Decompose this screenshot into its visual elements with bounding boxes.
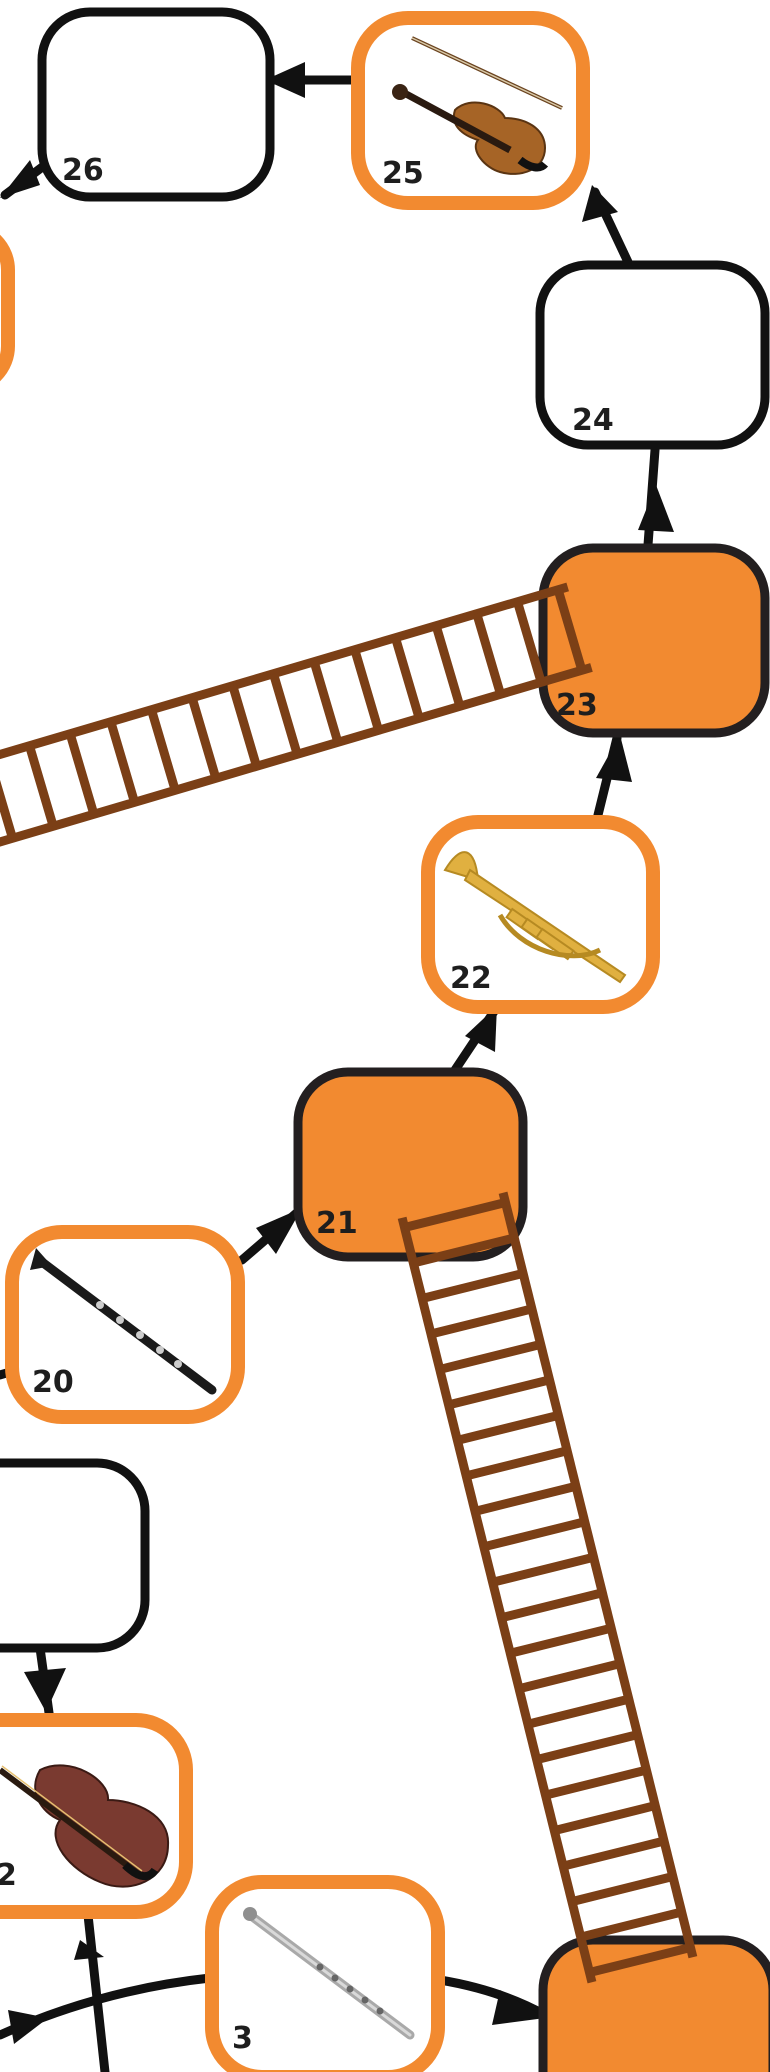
ladder-rail	[0, 663, 593, 847]
ladder-to-23	[0, 582, 593, 847]
tile-number: 3	[232, 2021, 253, 2056]
ladder-rail	[0, 582, 569, 760]
ladder-rung	[513, 600, 546, 684]
path-arrowheads	[0, 62, 674, 2044]
ladder-rung	[473, 1481, 578, 1516]
arrowhead-from-left	[8, 2010, 48, 2044]
tile-3: 3	[205, 1875, 445, 2072]
violin-icon	[392, 36, 563, 175]
ladder-rung	[472, 612, 505, 696]
ladder-rung	[562, 1836, 666, 1871]
ladder-rung	[106, 720, 139, 804]
path-2-to-down	[83, 1910, 110, 2072]
tile-offscreen-left	[0, 234, 15, 382]
path-3-to-next	[435, 1975, 550, 2020]
flute-icon	[243, 1907, 415, 2040]
ladder-rung	[431, 624, 465, 708]
ladder-rung	[553, 1801, 657, 1835]
ladder-rung	[509, 1623, 613, 1658]
ladder-rung	[65, 732, 99, 816]
ladder-rung	[456, 1410, 560, 1445]
arrowhead-3-next	[492, 1990, 545, 2025]
tile-23: 23	[538, 543, 770, 738]
arrowhead-down-left	[0, 160, 40, 198]
ladder-rung	[491, 1552, 595, 1587]
ladder-rung	[535, 1730, 639, 1765]
tile-22: 22	[421, 815, 660, 1014]
tile-25: 25	[351, 11, 590, 210]
ladder-rung	[228, 684, 261, 768]
tile-offscreen-lower-left	[0, 1458, 150, 1653]
tile-number: 26	[62, 153, 104, 188]
ladder-rung	[465, 1446, 569, 1481]
arrowhead-to-26	[265, 62, 305, 98]
ladder-rung	[429, 1304, 533, 1339]
ladder-rung	[25, 744, 58, 828]
arrowhead-to-22	[465, 1006, 497, 1052]
ladder-rung	[579, 1907, 683, 1942]
ladder-rung	[309, 660, 343, 744]
ladder-rung	[544, 1765, 648, 1800]
tile-2: 2	[0, 1713, 193, 1919]
ladder-to-21	[397, 1191, 698, 1984]
ladder-rung	[350, 648, 383, 732]
ladder-rung	[412, 1233, 516, 1268]
ladder-rung	[588, 1943, 692, 1977]
ladder-rung	[403, 1198, 507, 1232]
trumpet-icon	[443, 851, 627, 984]
arrowhead-to-21	[256, 1208, 302, 1254]
arrowhead-to-25	[582, 185, 618, 222]
ladder-rung	[147, 708, 180, 792]
ladder-rung	[391, 636, 424, 720]
tile-number: 22	[450, 961, 492, 996]
tile-number: 21	[316, 1206, 358, 1241]
ladder-rung	[421, 1269, 525, 1303]
ladder-rail	[397, 1216, 597, 1984]
ladder-rung	[438, 1340, 542, 1374]
ladder-rail	[498, 1191, 698, 1959]
tile-number: 24	[572, 403, 614, 438]
ladder-rung	[553, 588, 587, 672]
arrowhead-to-23	[596, 735, 632, 782]
arrowhead-to-2	[24, 1668, 66, 1712]
tile-20: 20	[5, 1225, 245, 1424]
tile-24: 24	[535, 260, 770, 450]
tile-26: 26	[37, 7, 275, 202]
viola-icon	[0, 1764, 170, 1888]
ladder-rung	[526, 1694, 630, 1729]
ladder-rung	[269, 672, 302, 756]
clarinet-icon	[30, 1248, 217, 1395]
ladder-rung	[0, 779, 17, 840]
tile-number: 25	[382, 156, 424, 191]
ladder-rung	[482, 1517, 586, 1552]
tile-number: 23	[556, 688, 598, 723]
ladder-rung	[570, 1872, 674, 1906]
ladder-rung	[447, 1375, 551, 1410]
arrowhead-to-24	[638, 485, 674, 532]
ladder-rung	[187, 696, 221, 780]
ladder-rung	[500, 1588, 604, 1623]
tile-number: 2	[0, 1858, 17, 1893]
arrowhead-to-3	[74, 1940, 104, 1960]
tile-number: 20	[32, 1365, 74, 1400]
ladder-rung	[517, 1659, 622, 1694]
